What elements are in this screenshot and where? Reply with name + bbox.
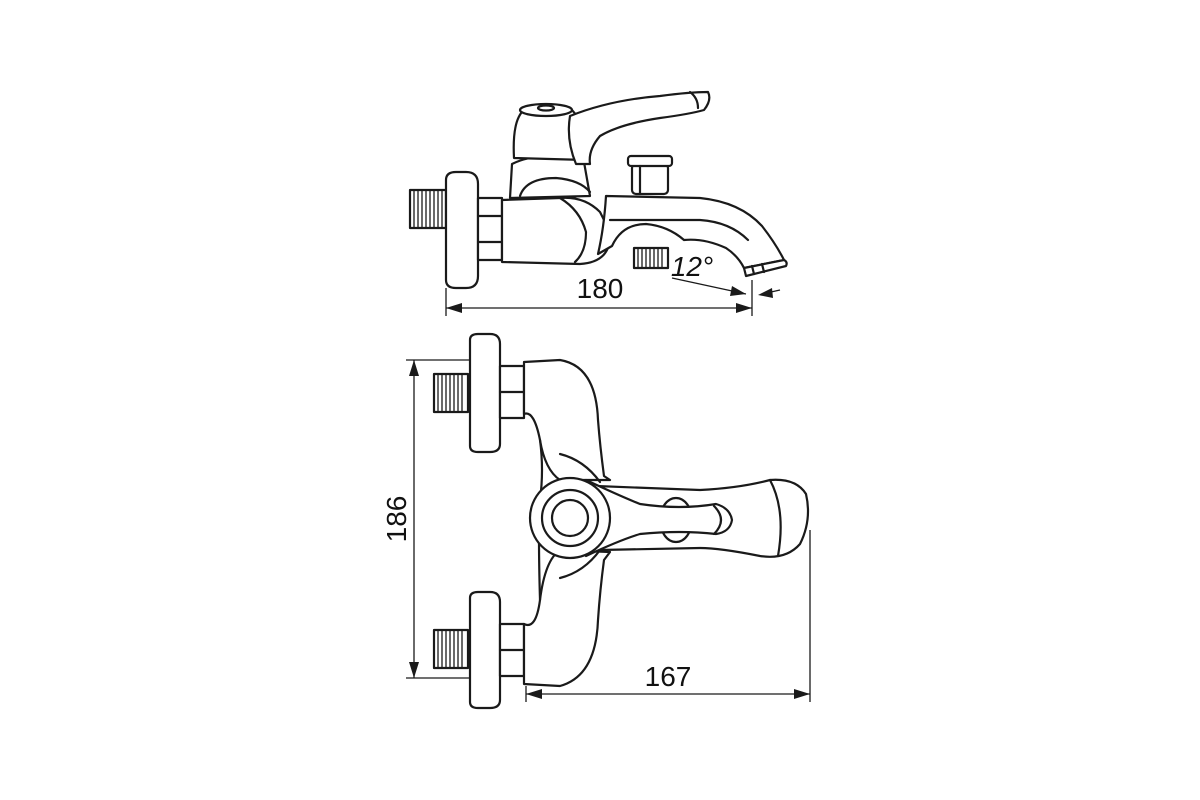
dimension-180 (445, 280, 753, 316)
side-diverter-knob[interactable] (626, 154, 674, 196)
top-body (522, 358, 612, 482)
side-lever-handle[interactable] (567, 90, 711, 166)
angle-indicator (671, 277, 781, 298)
side-shower-outlet-thread (632, 246, 670, 270)
side-view: 180 12° (408, 90, 788, 316)
dimension-167-label: 167 (645, 661, 692, 692)
top-upper-inlet-thread (432, 372, 470, 414)
dimension-167 (525, 530, 811, 702)
top-lower-flange (468, 590, 502, 710)
top-lower-inlet-thread (432, 628, 470, 670)
side-hex-nut (476, 196, 504, 262)
side-inlet-thread (408, 188, 448, 230)
top-cartridge-inner-ring (550, 498, 590, 538)
dimension-186 (406, 359, 470, 679)
side-spout (596, 194, 786, 270)
dimension-180-label: 180 (577, 273, 624, 304)
spout-angle-label: 12° (671, 251, 713, 282)
top-upper-flange (468, 332, 502, 454)
side-wall-flange (444, 170, 480, 290)
top-lever-handle[interactable] (584, 478, 734, 558)
dimension-186-label: 186 (381, 496, 412, 543)
top-view: 186 167 (381, 332, 811, 710)
side-body (500, 196, 612, 266)
top-body-lower (522, 548, 612, 688)
